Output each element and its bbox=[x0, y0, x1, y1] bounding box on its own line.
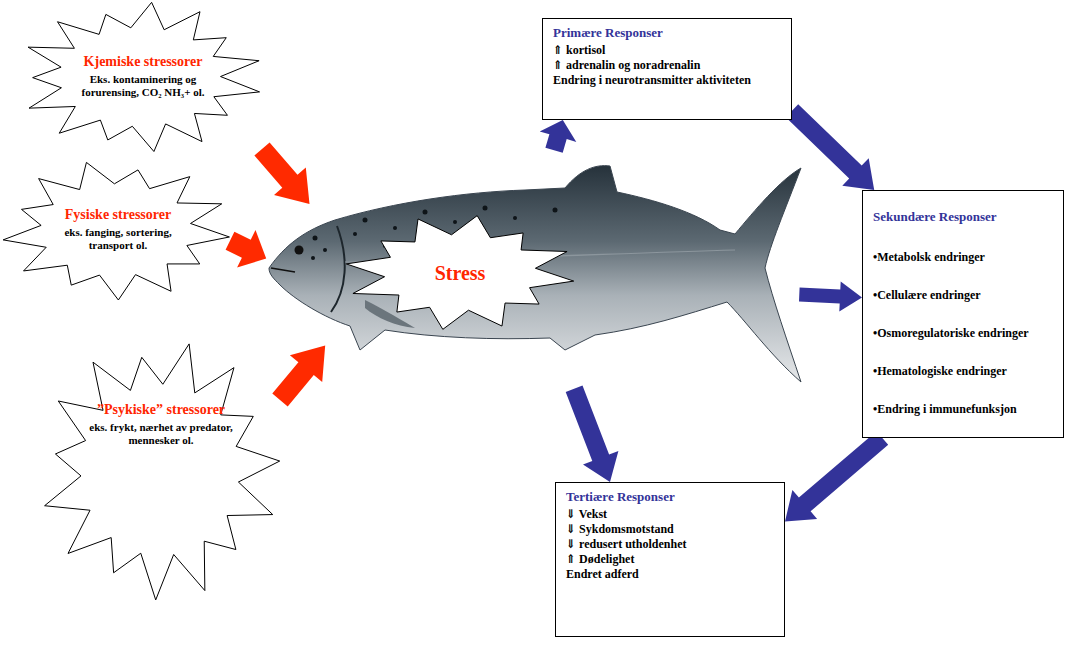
response-item: ⇑ adrenalin og noradrenalin bbox=[553, 58, 781, 73]
block-arrow bbox=[254, 142, 309, 204]
block-arrow bbox=[226, 230, 267, 268]
box-heading: Tertiære Responser bbox=[566, 489, 774, 505]
response-item: •Hematologiske endringer bbox=[873, 364, 1053, 379]
response-box: Sekundære Responser •Metabolsk endringer •… bbox=[862, 190, 1064, 438]
starburst-shape bbox=[45, 344, 280, 600]
starburst-shape bbox=[3, 162, 229, 300]
box-heading: Primære Responser bbox=[553, 25, 781, 41]
response-item: •Osmoregulatoriske endringer bbox=[873, 326, 1053, 341]
stressor-example: eks. fanging, sortering, transport ol. bbox=[53, 226, 183, 252]
stressor-starburst: ”Psykiske” stressorer eks. frykt, nærhet … bbox=[40, 340, 280, 600]
response-item: Endring i neurotransmitter aktiviteten bbox=[553, 73, 781, 88]
response-item: •Endring i immunefunksjon bbox=[873, 402, 1053, 417]
block-arrow bbox=[786, 104, 874, 190]
block-arrow bbox=[785, 431, 888, 521]
stressor-title: Fysiske stressorer bbox=[65, 207, 171, 224]
response-item: •Metabolsk endringer bbox=[873, 250, 1053, 265]
stressor-title: ”Psykiske” stressorer bbox=[97, 402, 225, 419]
stressor-starburst: Fysiske stressorer eks. fanging, sorterin… bbox=[2, 160, 230, 300]
response-item: •Cellulære endringer bbox=[873, 288, 1053, 303]
stress-label: Stress bbox=[435, 263, 486, 283]
stressor-starburst: Kjemiske stressorerEks. kontaminering og… bbox=[18, 2, 262, 152]
response-item: ⇓ Sykdomsmotstand bbox=[566, 522, 774, 537]
response-box: Tertiære Responser ⇓ Vekst⇓ Sykdomsmotsta… bbox=[555, 482, 785, 637]
fish-gill bbox=[331, 226, 345, 312]
fish-body bbox=[269, 166, 801, 382]
response-box: Primære Responser ⇑ kortisol⇑ adrenalin o… bbox=[542, 18, 792, 120]
starburst-shape bbox=[346, 216, 573, 330]
box-heading: Sekundære Responser bbox=[873, 209, 1053, 225]
response-item: ⇑ Dødelighet bbox=[566, 552, 774, 567]
response-item: Endret adferd bbox=[566, 567, 774, 582]
starburst-outline bbox=[40, 340, 280, 600]
starburst-shape bbox=[28, 2, 259, 151]
response-item: ⇓ Vekst bbox=[566, 507, 774, 522]
block-arrow bbox=[566, 386, 619, 483]
response-item: ⇑ kortisol bbox=[553, 43, 781, 58]
block-arrow bbox=[272, 346, 325, 407]
stressor-example: eks. frykt, nærhet av predator, menneske… bbox=[89, 421, 234, 447]
response-item: ⇓ redusert utholdenhet bbox=[566, 537, 774, 552]
fish-illustration: Stress bbox=[265, 150, 805, 390]
stressor-title: Kjemiske stressorer bbox=[84, 54, 203, 71]
fish-mouth bbox=[271, 268, 295, 272]
fish-eye bbox=[295, 246, 304, 255]
block-arrow bbox=[540, 120, 577, 153]
stressor-example: Eks. kontaminering og forurensing, CO₂ N… bbox=[73, 73, 213, 99]
block-arrow bbox=[799, 281, 862, 311]
